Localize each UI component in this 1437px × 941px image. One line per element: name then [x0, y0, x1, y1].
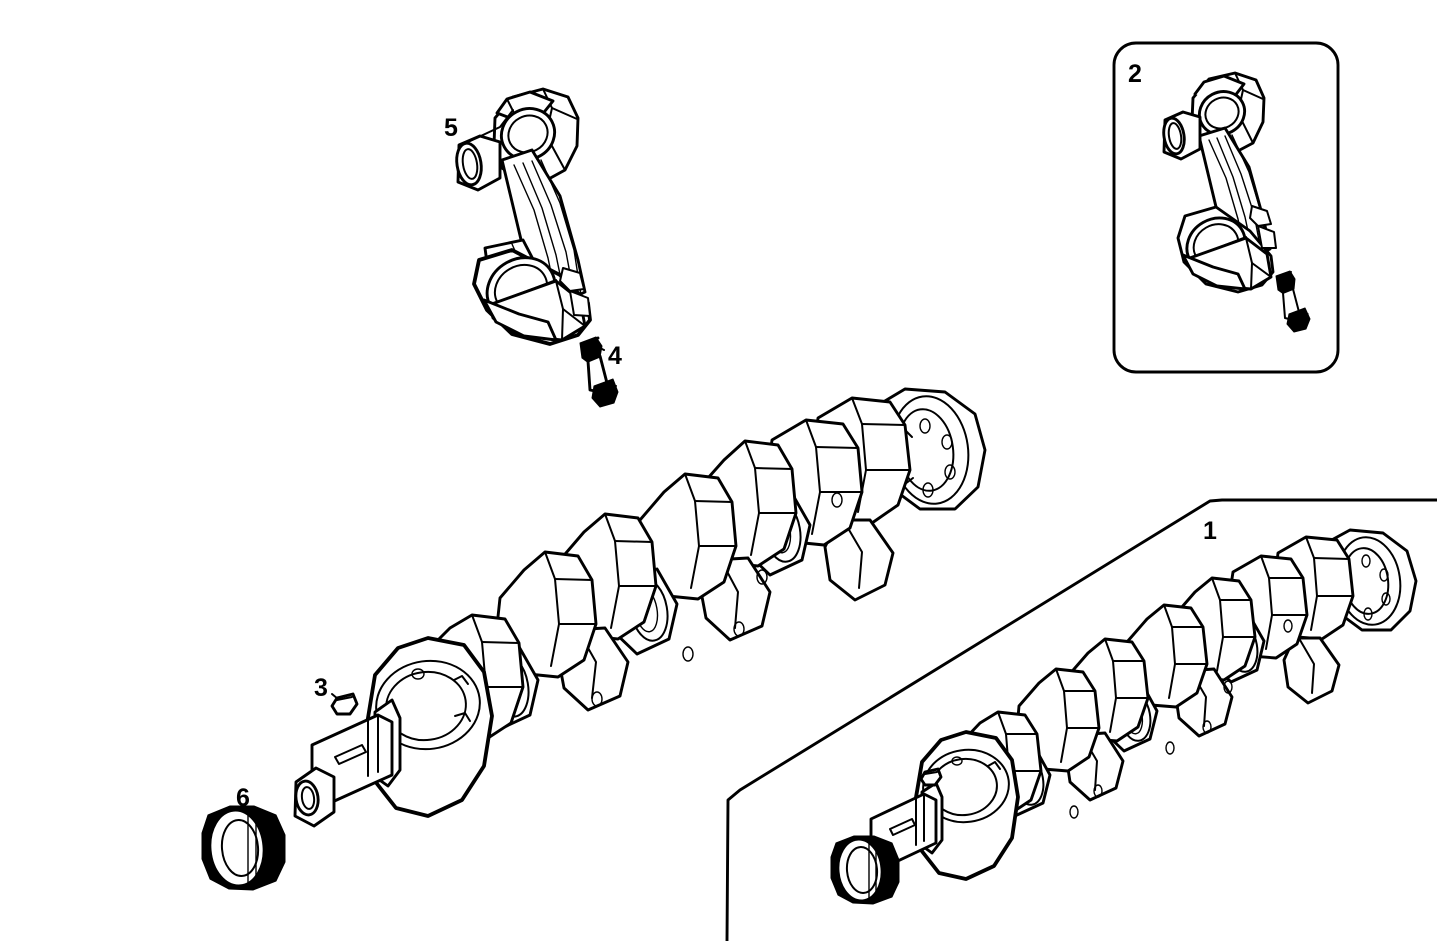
callout-label-4: 4: [608, 342, 622, 370]
callout-3-leader: [331, 693, 339, 700]
callout-4-leader: [599, 347, 605, 351]
small-end-bushing-part: [455, 134, 502, 192]
inset-2-connecting-rod: [1176, 71, 1277, 294]
timing-gear-part: [201, 805, 286, 891]
main-crankshaft-part: [293, 387, 987, 828]
detail-frame-2-border: [1112, 41, 1340, 374]
callout-label-6: 6: [236, 784, 250, 812]
inset-2-bushing: [1162, 110, 1202, 161]
cap-bolt-part: [579, 336, 619, 408]
inset-1-crankshaft: [855, 528, 1418, 888]
inset-1-woodruff-key: [919, 767, 943, 787]
inset-2-cap-bolt: [1275, 270, 1311, 333]
callout-5-leader: [467, 109, 514, 143]
callout-label-1: 1: [1203, 517, 1217, 545]
callout-label-2: 2: [1128, 60, 1142, 88]
connecting-rod-part: [472, 87, 592, 346]
callout-label-5: 5: [444, 114, 458, 142]
inset-1-timing-gear: [830, 835, 900, 905]
detail-frame-1-border: [725, 498, 1437, 941]
callout-label-3: 3: [314, 674, 328, 702]
